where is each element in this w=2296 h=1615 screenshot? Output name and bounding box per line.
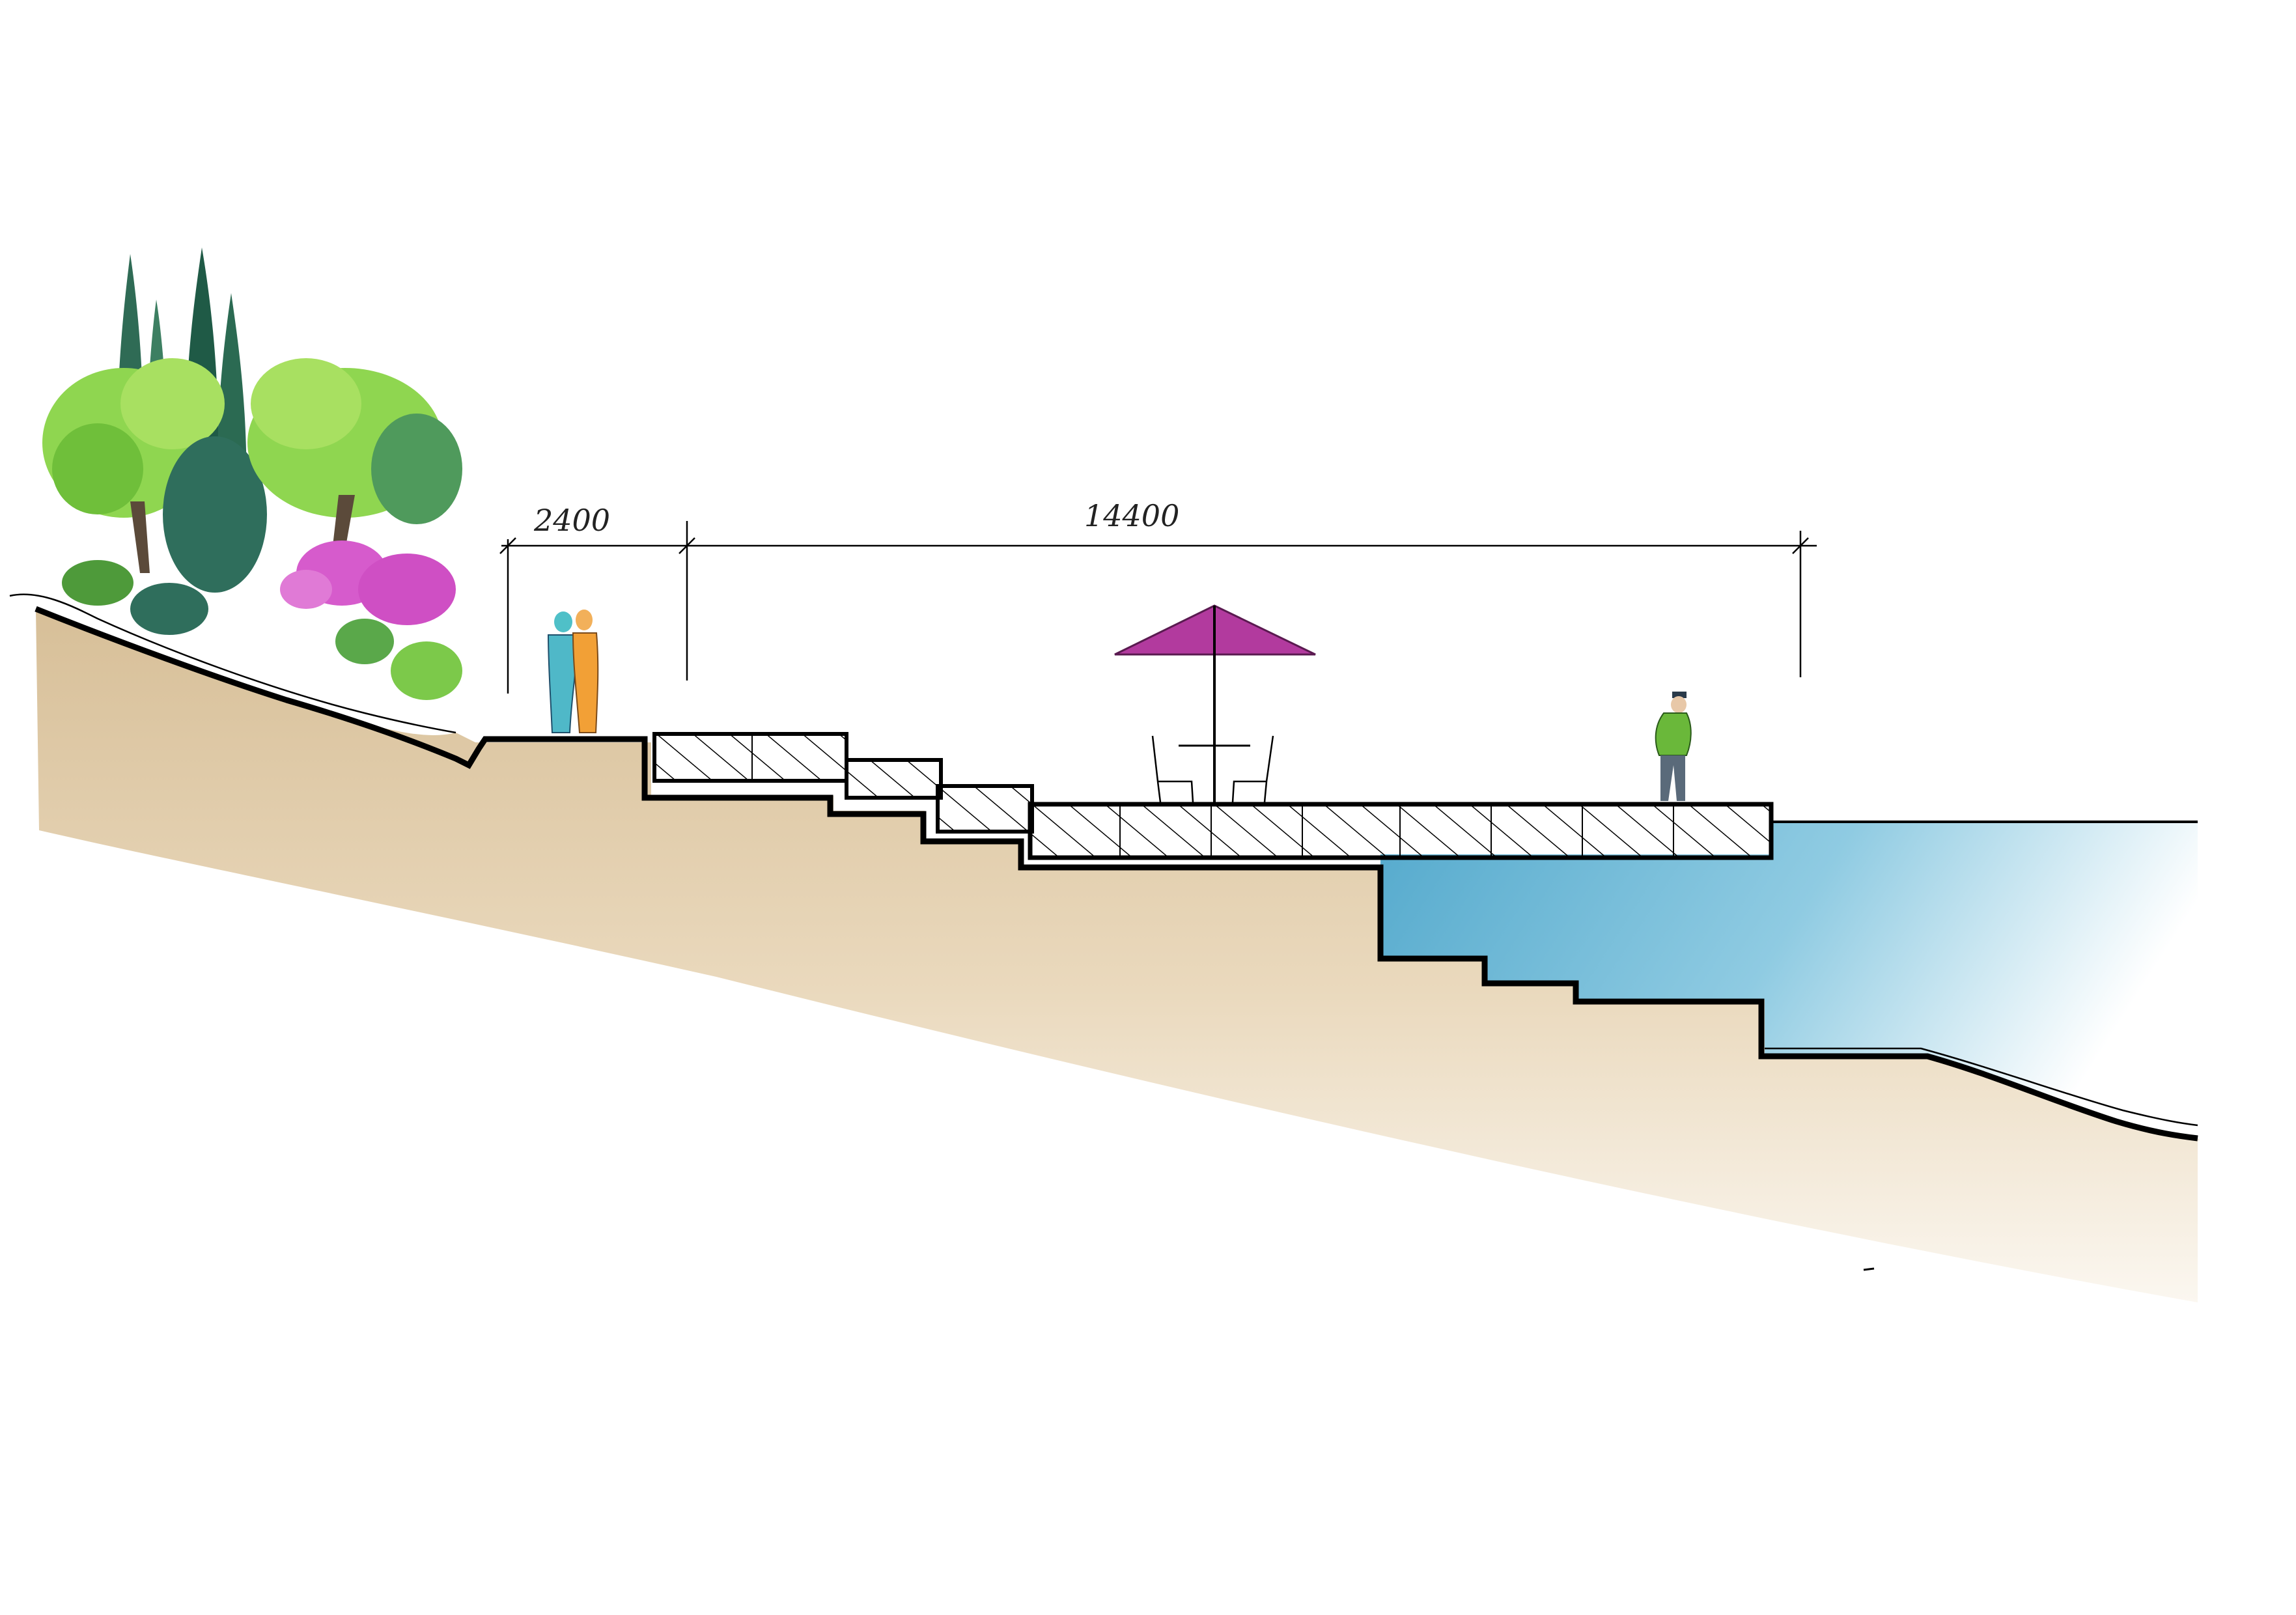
figure-walking [1655, 692, 1692, 801]
tree-canopy [251, 358, 361, 449]
person-head [576, 610, 593, 630]
person-head [1671, 696, 1687, 713]
hillside-planting [42, 247, 462, 700]
tree-canopy [371, 414, 462, 524]
ground-surface-thin [9, 593, 456, 734]
shrub [163, 436, 267, 593]
ground-profile-line [35, 606, 2198, 1142]
tree-canopy [52, 423, 143, 514]
step-slab-1 [652, 732, 848, 783]
low-shrub [391, 641, 462, 700]
person-cap [1672, 692, 1687, 698]
pond-water [1380, 822, 2198, 1141]
step-slab-2 [845, 758, 943, 800]
figure-couple [547, 610, 599, 733]
low-shrub [335, 619, 394, 664]
person-body [1655, 712, 1692, 756]
person-body [572, 632, 599, 733]
umbrella-table-set [1114, 604, 1316, 803]
person-body [547, 634, 578, 733]
chair-left [1151, 735, 1194, 803]
dimension-lines [499, 521, 1817, 694]
dimension-label-2400: 2400 [533, 503, 610, 538]
stray-mark [1863, 1267, 1875, 1271]
tree-canopy [120, 358, 225, 449]
person-legs [1660, 755, 1685, 801]
low-shrub [130, 583, 208, 635]
dimension-label-14400: 14400 [1084, 498, 1179, 533]
person-head [554, 611, 572, 632]
flowering-shrub [280, 570, 332, 609]
chair-right [1231, 735, 1274, 803]
step-slab-3 [936, 784, 1034, 834]
tree-trunk [130, 501, 150, 573]
low-shrub [62, 560, 133, 606]
deck-joints [751, 734, 1674, 858]
flowering-shrub [358, 554, 456, 625]
soil-mass [36, 609, 2200, 1302]
pond-bed-thin [1765, 1047, 2198, 1127]
